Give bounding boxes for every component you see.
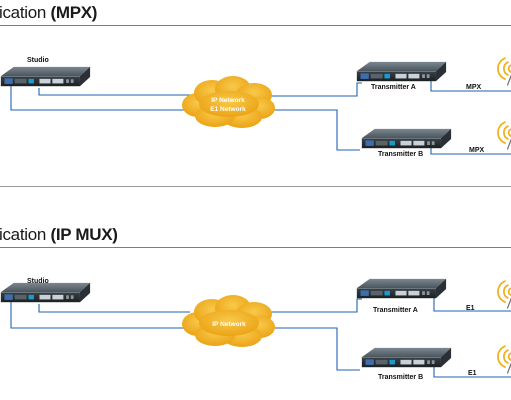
- section-title-main: ication: [0, 225, 47, 244]
- link-transmitter-a-antenna: [433, 294, 511, 312]
- cloud-label-line2: E1 Network: [210, 106, 246, 113]
- section-title: ication (IP MUX): [0, 225, 118, 245]
- studio-unit: [0, 66, 91, 87]
- section-mpx: ication (MPX) Studio: [0, 0, 511, 190]
- link-a-label: MPX: [466, 84, 482, 91]
- link-cloud-transmitter-b: [262, 327, 360, 371]
- cloud-icon: [182, 76, 275, 128]
- link-cloud-transmitter-a: [268, 82, 362, 97]
- rack-unit-icon: [361, 128, 452, 149]
- link-studio-cloud-upper: [38, 304, 190, 313]
- section-title-variant: (IP MUX): [50, 225, 118, 244]
- link-transmitter-b-antenna: [433, 365, 511, 378]
- links: [10, 294, 511, 378]
- cloud-label-line1: IP Network: [211, 97, 245, 104]
- section-ip-mux: ication (IP MUX) Studio: [0, 222, 511, 400]
- link-b-label: MPX: [469, 147, 485, 154]
- broadcast-antenna-icon: [497, 345, 511, 375]
- link-cloud-transmitter-a: [268, 298, 362, 313]
- link-cloud-transmitter-b: [262, 109, 360, 151]
- network-cloud: IP Network E1 Network: [182, 76, 275, 128]
- link-b-label: E1: [468, 370, 477, 377]
- studio-label: Studio: [27, 57, 49, 64]
- link-a-label: E1: [466, 305, 475, 312]
- rack-unit-icon: [356, 61, 447, 82]
- diagram-ip-mux: Studio IP Network Transmitter A E1 Trans…: [0, 278, 511, 381]
- transmitter-b-label: Transmitter B: [378, 151, 423, 158]
- link-studio-cloud-lower: [10, 299, 195, 329]
- transmitter-a-label: Transmitter A: [371, 84, 416, 91]
- rack-unit-icon: [0, 66, 91, 87]
- broadcast-antenna-icon: [497, 280, 511, 310]
- rack-unit-icon: [361, 347, 452, 368]
- cloud-label-line1: IP Network: [212, 321, 246, 328]
- rack-unit-icon: [356, 278, 447, 299]
- broadcast-antenna-icon: [497, 121, 511, 151]
- rack-unit-icon: [0, 282, 91, 303]
- broadcast-antenna-icon: [497, 57, 511, 87]
- section-divider: [0, 186, 511, 187]
- section-title-main: ication: [0, 3, 47, 22]
- network-cloud: IP Network: [182, 295, 275, 347]
- section-title-variant: (MPX): [50, 3, 98, 22]
- link-studio-cloud-upper: [38, 88, 190, 96]
- section-title: ication (MPX): [0, 3, 97, 23]
- title-underline: [0, 247, 511, 248]
- studio-unit: [0, 282, 91, 303]
- transmitter-a: [356, 61, 447, 82]
- transmitter-b: [361, 347, 452, 368]
- diagram-mpx: Studio IP Network E1 Network Transmitter…: [0, 57, 511, 158]
- cloud-icon: [182, 295, 275, 347]
- transmitter-b-label: Transmitter B: [378, 374, 423, 381]
- link-studio-cloud-lower: [10, 83, 195, 111]
- studio-label: Studio: [27, 278, 49, 285]
- transmitter-a: [356, 278, 447, 299]
- transmitter-a-label: Transmitter A: [373, 307, 418, 314]
- title-underline: [0, 25, 511, 26]
- transmitter-b: [361, 128, 452, 149]
